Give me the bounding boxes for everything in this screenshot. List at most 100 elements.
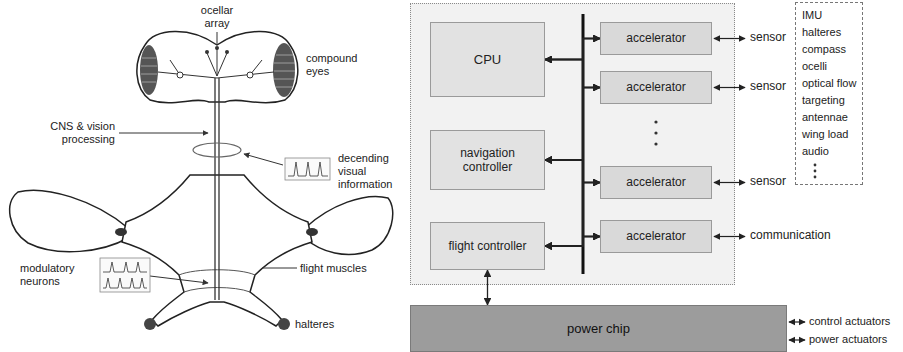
spike-train [103,262,147,272]
part-label: modulatory neurons [20,262,92,288]
illustration-part [714,87,745,88]
ellipsis-dots [810,162,820,180]
ocellus [215,46,219,50]
io-wires [714,39,805,341]
bus-connector [545,88,600,247]
node-text: targeting [802,92,845,109]
cpu-box: CPU [430,22,545,97]
signal-label: sensor [750,80,786,93]
part-label: ocellar array [192,4,242,30]
illustration-part [217,53,227,76]
signal-label: sensor [750,31,786,44]
controller-box: navigation controller [430,130,545,190]
illustration-part [274,71,295,72]
wing-hinge [306,228,318,236]
bus-connector [545,160,600,237]
eye-facets [141,55,295,87]
accelerator-box: accelerator [600,71,712,104]
ocellus [205,50,209,54]
node-text: flight controller [448,239,526,253]
part-label: CNS & vision processing [25,120,115,146]
illustration-part [141,66,157,67]
illustration-part [142,58,156,59]
spike-train [288,162,328,176]
ellipsis-dot [814,170,817,173]
ocellus [225,50,229,54]
ellipsis-dot [654,142,657,145]
right-wing [305,197,393,255]
part-label: flight muscles [300,262,367,275]
neuron-body [247,72,253,78]
nerve-cord [218,78,219,300]
accelerator-box: accelerator [600,166,712,199]
spike-inset [285,158,330,180]
node-text: ocelli [802,58,827,75]
bus-connector [487,270,488,305]
signal-label: control actuators [809,315,890,328]
ellipsis-dot [654,131,657,134]
nerve-cord [214,78,215,300]
thorax-line [179,270,255,275]
node-text: antennae [802,109,848,126]
leader-line [217,32,218,44]
illustration-part [276,87,293,88]
node-text: compass [802,41,846,58]
bus-connector [545,183,600,247]
thorax-line [184,288,250,293]
illustration-part [142,82,156,83]
sensing-ring [193,143,241,157]
bus-connector [545,60,600,183]
accelerator-box: accelerator [600,22,712,55]
illustration-part [207,53,217,76]
bus-connector [545,60,600,88]
thorax [122,175,312,326]
node-text: halteres [802,24,841,41]
ellipsis-dot [814,176,817,179]
bus-connector [545,237,600,247]
signal-label: power actuators [809,333,887,346]
node-text: CPU [474,52,501,68]
part-label: halteres [295,318,334,331]
haltere-knob [144,318,156,330]
leader-line [262,268,297,269]
compound-eye [140,45,158,95]
part-label: compound eyes [306,52,364,78]
node-text: accelerator [626,175,685,189]
sensor-list: IMUhalterescompassocellioptical flowtarg… [795,2,863,185]
head [137,31,298,102]
illustration-part [217,72,274,78]
neuron-lines [158,49,274,78]
illustration-part [789,339,805,340]
node-text: audio [802,143,829,160]
bus-connector [545,39,600,161]
bus-connector [545,39,600,247]
node-text: IMU [802,7,822,24]
haltere-knob [278,318,290,330]
illustration-part [158,72,217,78]
controller-box: flight controller [430,222,545,270]
node-text: accelerator [626,229,685,243]
spike-inset [100,258,150,292]
illustration-part [714,182,745,183]
bus-connector [545,60,600,237]
illustration-part [714,236,745,237]
power-chip: power chip [410,305,787,352]
leader-line [244,154,283,165]
illustration-part [789,321,805,322]
illustration-part [274,63,295,64]
bus-connector [545,160,600,183]
node-text: accelerator [626,80,685,94]
illustration-part [274,79,295,80]
ellipsis-dot [814,164,817,167]
node-text: navigation controller [447,146,529,175]
bus-connector [545,39,600,60]
illustration-part [276,55,293,56]
part-label: decending visual information [338,152,400,191]
leader-line [119,133,208,134]
illustration-part [714,38,745,39]
illustration-part [217,49,218,76]
node-text: wing load [802,126,848,143]
signal-label: communication [750,229,831,242]
node-text: accelerator [626,31,685,45]
node-text: power chip [567,321,630,337]
